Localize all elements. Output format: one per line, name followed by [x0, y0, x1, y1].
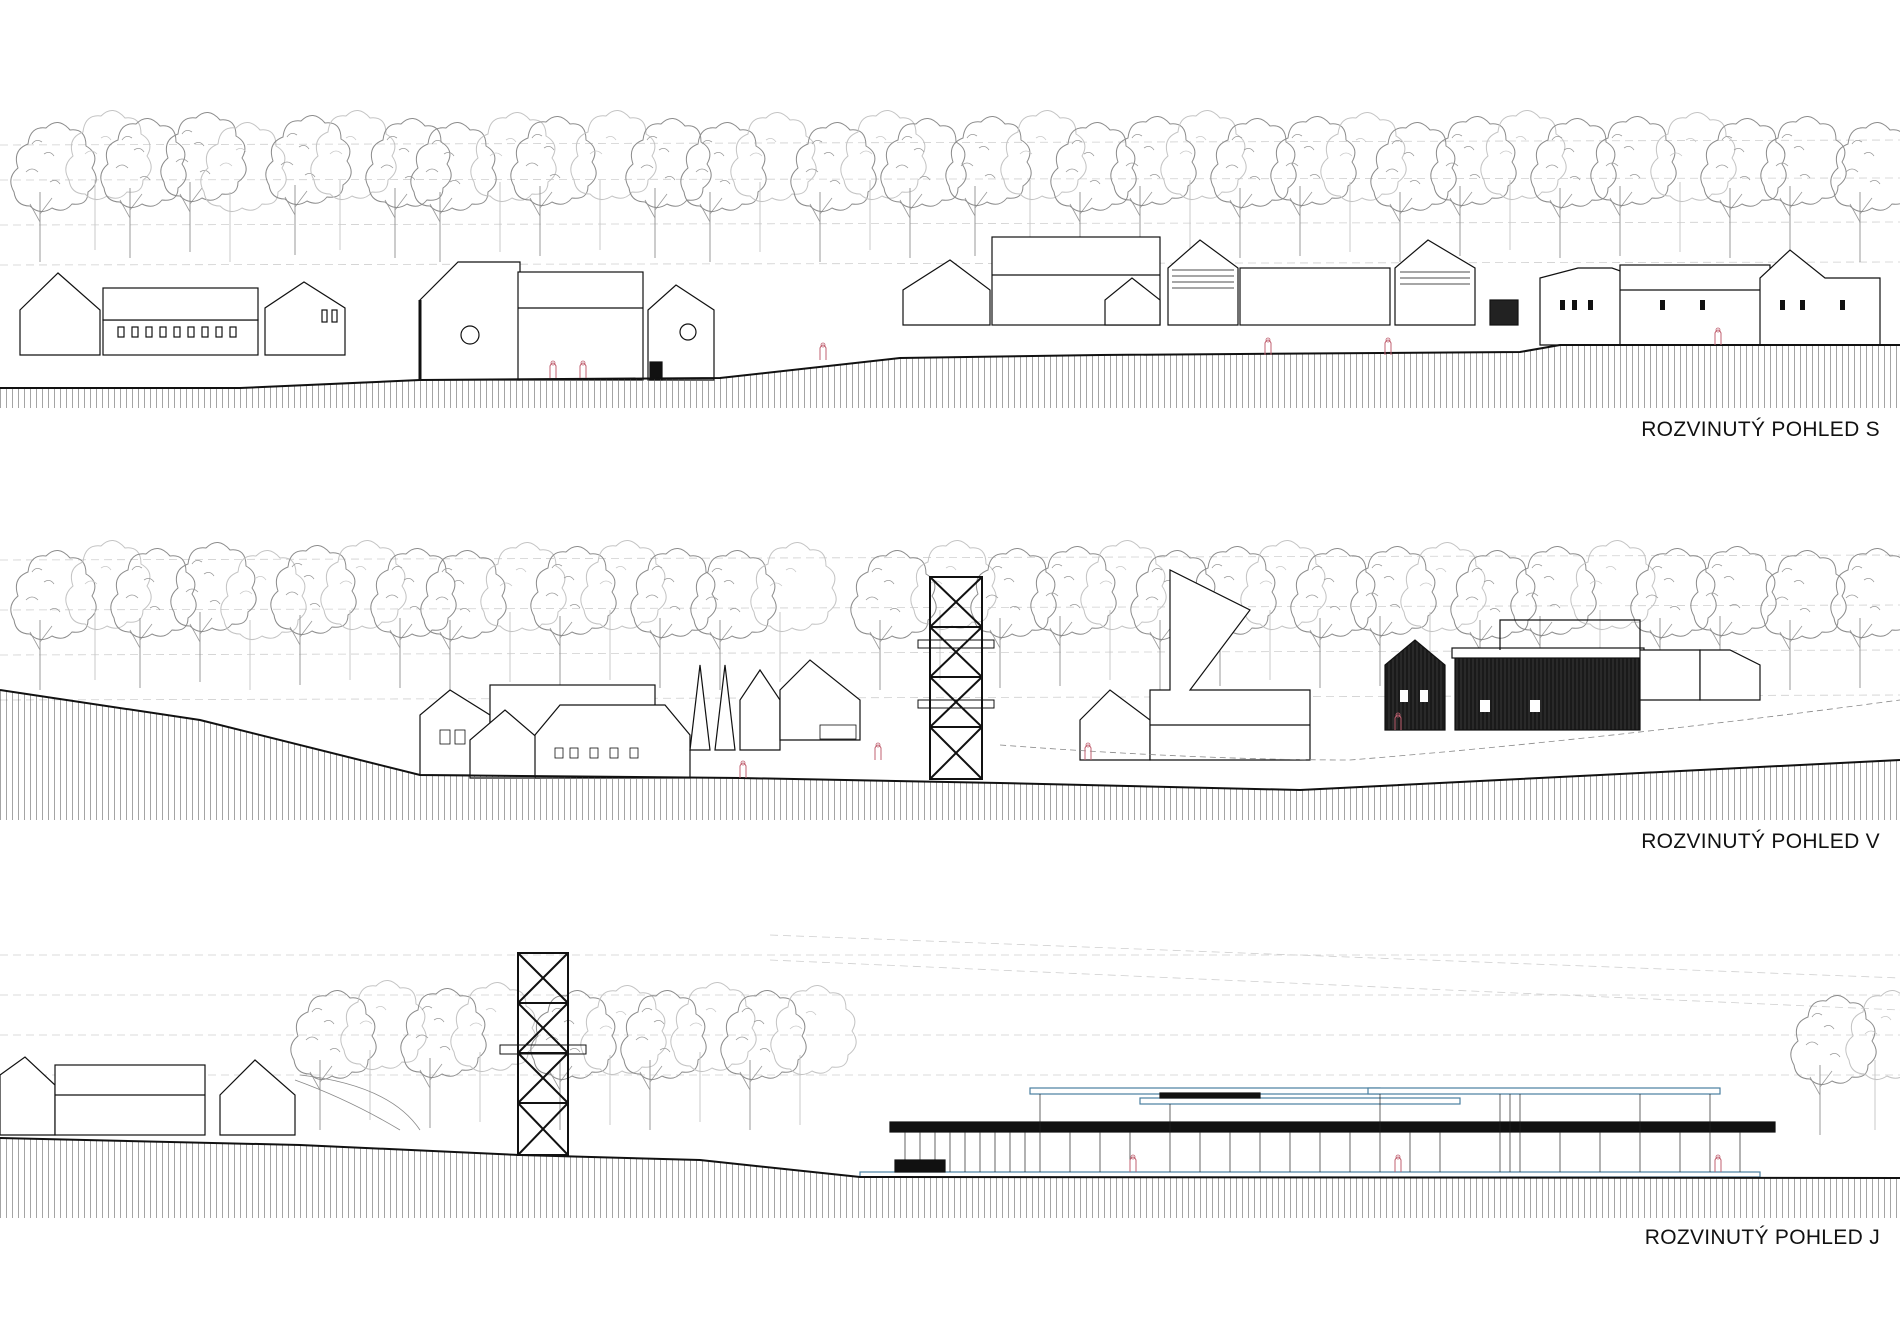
elevation-v: [0, 539, 1900, 820]
elevation-caption-v: ROZVINUTÝ POHLED V: [1641, 830, 1880, 853]
lookout-tower-j: [499, 952, 587, 1156]
tree-row-s: [10, 109, 1900, 263]
pavilion-roofs-j: [859, 1087, 1776, 1178]
elevation-s: [0, 109, 1900, 408]
elevation-caption-j: ROZVINUTÝ POHLED J: [1644, 1226, 1880, 1249]
buildings-j: [0, 952, 1776, 1178]
elevation-caption-s: ROZVINUTÝ POHLED S: [1641, 418, 1880, 441]
buildings-s: [19, 236, 1881, 381]
buildings-v: [419, 569, 1761, 780]
terrain-v: [0, 690, 1900, 820]
lookout-tower-v: [917, 576, 995, 780]
elevation-j: [0, 934, 1900, 1218]
terrain-s: [0, 345, 1900, 408]
